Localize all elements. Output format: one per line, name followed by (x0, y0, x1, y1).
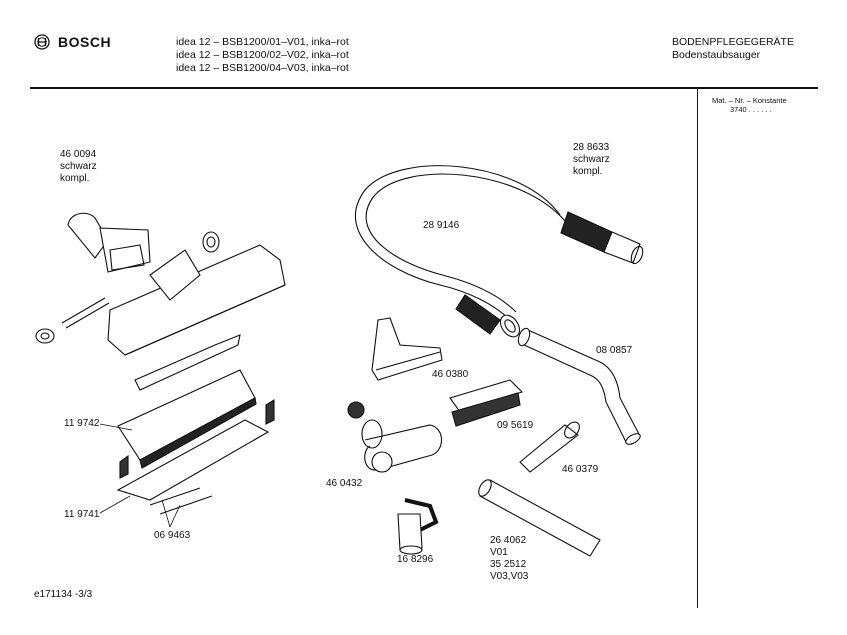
part-number: 46 0094 (60, 149, 97, 160)
part-label-080857: 08 0857 (596, 345, 633, 356)
hose-cuff-drawing (560, 211, 644, 265)
bent-tube-drawing (517, 327, 641, 445)
model-line-3: idea 12 – BSB1200/04–V03, inka–rot (176, 62, 349, 74)
category-block: BODENPFLEGEGERÄTE Bodenstaubsauger (672, 36, 794, 62)
upholstery-nozzle-drawing (371, 317, 443, 381)
bosch-logo: BOSCH (34, 34, 111, 50)
material-number-value: 3740 . . . . . . (730, 105, 772, 114)
turbo-nozzle-drawing (347, 401, 443, 473)
material-number-title: Mat. – Nr. – Konstante (712, 96, 787, 105)
part-number: 28 8633 (573, 142, 610, 153)
part-color: schwarz (60, 161, 97, 172)
part-variant-alt: V03,V03 (490, 571, 529, 582)
part-label-119741: 11 9741 (64, 509, 100, 520)
bosch-armature-icon (34, 34, 50, 50)
part-color: schwarz (573, 154, 610, 165)
dusting-brush-drawing (449, 379, 524, 427)
part-number-alt: 35 2512 (490, 559, 527, 570)
model-list: idea 12 – BSB1200/01–V01, inka–rot idea … (176, 36, 349, 75)
part-number: 26 4062 (490, 535, 527, 546)
sole-plates-drawing (116, 334, 275, 515)
floor-nozzle-drawing (67, 212, 286, 356)
part-label-460432: 46 0432 (326, 478, 363, 489)
header-divider (30, 87, 818, 89)
hose-drawing (354, 165, 567, 321)
part-note: kompl. (573, 166, 603, 177)
part-label-264062: 26 4062 V01 35 2512 V03,V03 (490, 535, 528, 583)
model-line-2: idea 12 – BSB1200/02–V02, inka–rot (176, 49, 349, 61)
part-label-069463: 06 9463 (154, 530, 191, 541)
category-title: BODENPFLEGEGERÄTE (672, 36, 794, 48)
part-variant: V01 (490, 547, 508, 558)
part-label-460380: 46 0380 (432, 369, 469, 380)
material-number-panel: Mat. – Nr. – Konstante 3740 . . . . . . (712, 96, 787, 114)
hose-lower-cuff-drawing (455, 294, 521, 338)
part-label-460379: 46 0379 (562, 464, 599, 475)
part-label-119742: 11 9742 (64, 418, 100, 429)
brand-name: BOSCH (58, 34, 112, 50)
leader-lines (99, 423, 181, 528)
small-parts-drawing (35, 231, 220, 344)
part-label-289146: 28 9146 (423, 220, 460, 231)
part-label-168296: 16 8296 (397, 554, 434, 565)
part-note: kompl. (60, 173, 90, 184)
crevice-tool-drawing (519, 421, 580, 473)
part-label-460094: 46 0094 schwarz kompl. (60, 149, 97, 185)
model-line-1: idea 12 – BSB1200/01–V01, inka–rot (176, 36, 349, 48)
part-label-288633: 28 8633 schwarz kompl. (573, 142, 610, 178)
document-id: e171134 -3/3 (34, 589, 93, 600)
side-divider (697, 88, 698, 608)
category-subtitle: Bodenstaubsauger (672, 49, 761, 61)
adapter-drawing (397, 498, 439, 555)
part-label-095619: 09 5619 (497, 420, 534, 431)
extension-tube-drawing (478, 479, 601, 557)
